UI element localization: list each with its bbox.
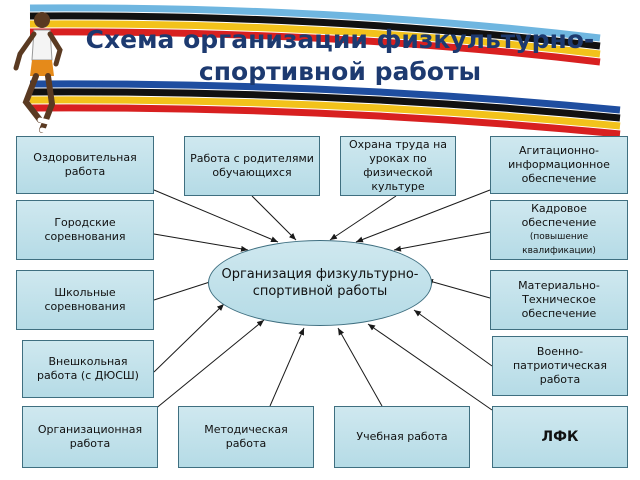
node-lfk: ЛФК (492, 406, 628, 468)
arrow-educational (337, 327, 383, 407)
arrow-health (153, 189, 279, 243)
arrow-military (413, 309, 493, 367)
decorative-stripes (29, 4, 621, 138)
node-extracurricular: Внешкольная работа (с ДЮСШ) (22, 340, 154, 398)
arrow-lfk (367, 323, 493, 411)
arrow-school (153, 279, 217, 301)
node-organizational: Организационная работа (22, 406, 158, 468)
node-educational: Учебная работа (334, 406, 470, 468)
node-methodical: Методическая работа (178, 406, 314, 468)
node-staff: Кадровое обеспечение (повышение квалифик… (490, 200, 628, 260)
arrow-extracurricular (153, 303, 225, 373)
node-staff-label: Кадровое обеспечение (521, 202, 597, 229)
arrow-organizational (153, 319, 265, 411)
center-node: Организация физкультурно-спортивной рабо… (208, 240, 432, 326)
page-title: Схема организации физкультурно-спортивно… (85, 25, 595, 86)
node-health: Оздоровительная работа (16, 136, 154, 194)
runner-illustration (13, 12, 63, 135)
arrow-safety (329, 195, 397, 241)
node-parents: Работа с родителями обучающихся (184, 136, 320, 196)
node-city-competitions: Городские соревнования (16, 200, 154, 260)
node-military: Военно-патриотическая работа (492, 336, 628, 396)
arrow-methodical (269, 327, 305, 407)
node-agitation: Агитационно-информационное обеспечение (490, 136, 628, 194)
node-staff-note: (повышение квалификации) (522, 232, 596, 256)
arrow-parents (251, 195, 297, 241)
arrow-material (425, 279, 491, 299)
node-material: Материально-Техническое обеспечение (490, 270, 628, 330)
node-school-competitions: Школьные соревнования (16, 270, 154, 330)
node-safety: Охрана труда на уроках по физической кул… (340, 136, 456, 196)
arrow-agitation (355, 189, 491, 243)
arrow-city (153, 233, 249, 252)
arrow-staff (393, 231, 491, 252)
